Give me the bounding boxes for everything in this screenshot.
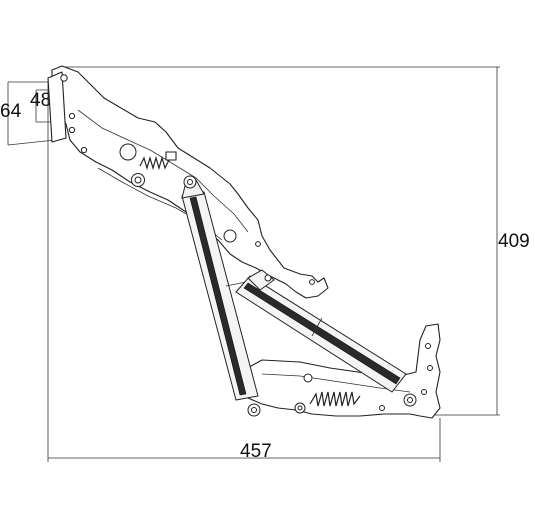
mount-hole-3 [68, 126, 76, 134]
base-pivot-left-inner [251, 407, 257, 413]
strut-diagonal-eye [264, 274, 272, 282]
strut-diagonal-rod [243, 282, 401, 385]
strut-vertical-rod [189, 196, 247, 396]
lower-spring [309, 391, 361, 407]
width-label: 457 [240, 441, 272, 462]
strut-diagonal-joint [311, 317, 323, 337]
strut-vertical-top-eye-inner [187, 179, 193, 185]
base-hole-4 [427, 365, 433, 371]
stop-hole [309, 279, 315, 285]
upper-arm-small-hole [255, 241, 261, 247]
base-hole-2 [379, 405, 385, 411]
upper-spring [139, 155, 170, 171]
upper-arm-inner-edge [77, 109, 249, 233]
mount-hole-4 [80, 146, 88, 154]
wall-plate [47, 71, 67, 143]
mount-hole-1 [60, 74, 68, 82]
gas-strut-diagonal [235, 269, 407, 393]
base-bracket [239, 323, 441, 419]
base-hole-1 [303, 373, 313, 383]
base-pivot-right-inner [407, 397, 413, 403]
gas-strut-vertical [181, 175, 259, 401]
upper-arm-hole [223, 229, 237, 243]
dimension-lines [7, 66, 500, 462]
base-hole-5 [421, 389, 427, 395]
offset-bottom-line [7, 139, 56, 146]
height-label: 409 [498, 231, 530, 252]
pivot-hole-large [119, 143, 137, 161]
offset-outer-label: 64 [0, 101, 22, 122]
strut-vertical-joint [225, 281, 247, 287]
pivot-hole-2-inner [134, 176, 142, 184]
spring-hook-inner [297, 405, 303, 411]
mount-hole-2 [68, 112, 76, 120]
base-hole-3 [425, 343, 431, 349]
spring-anchor [165, 151, 177, 161]
offset-inner-label: 48 [30, 90, 51, 111]
